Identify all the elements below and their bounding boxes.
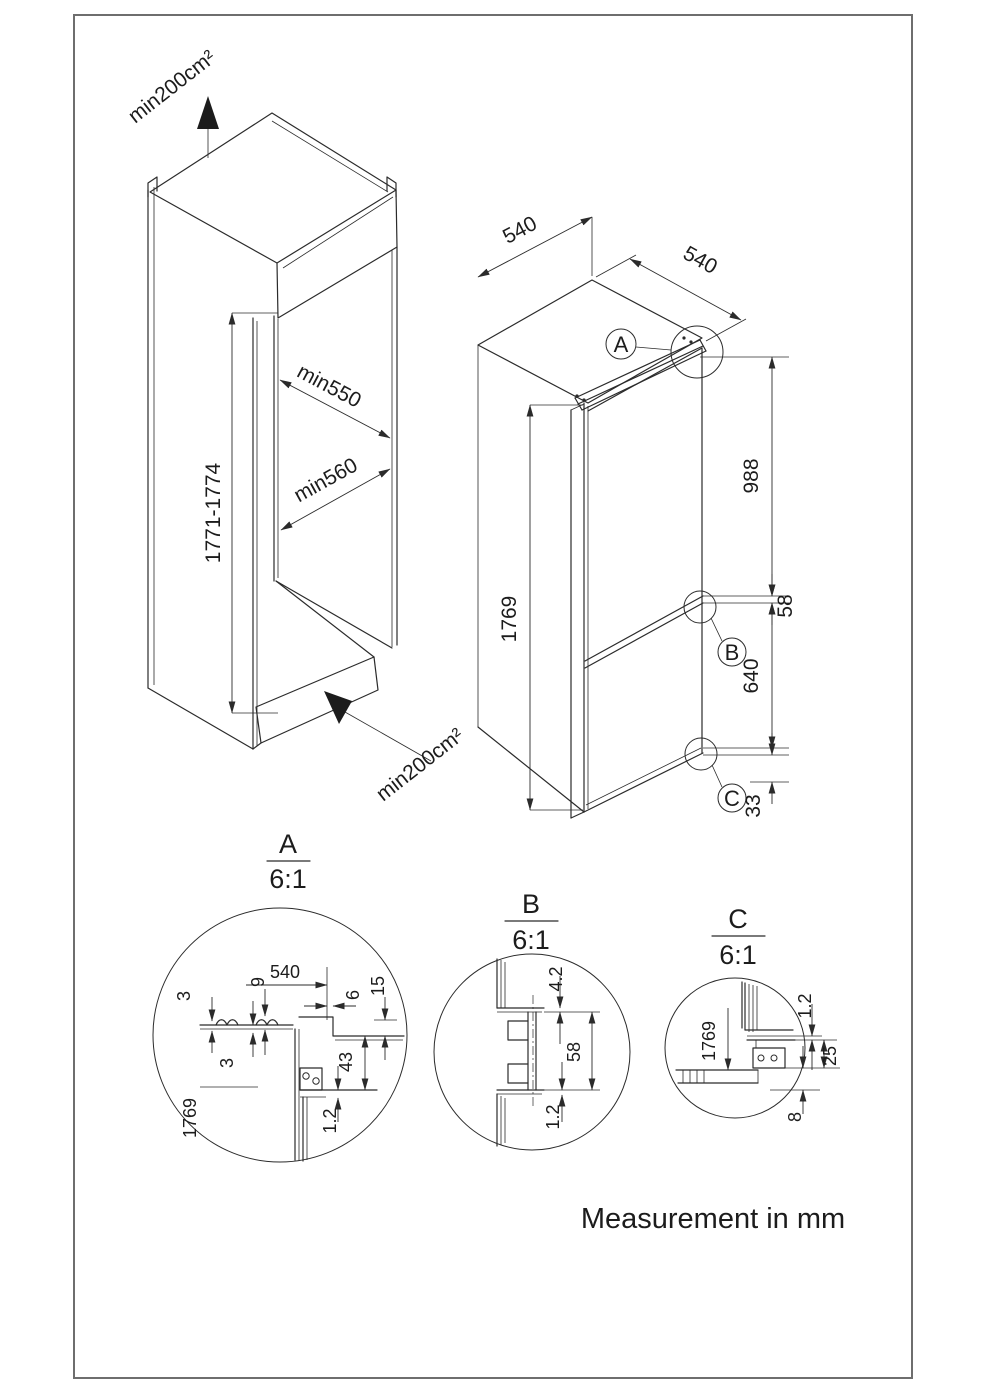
detail-a: A 6:1 540 3 9 [152,829,408,1163]
detail-b-letter: B [522,889,540,919]
niche-height-label: 1771-1774 [202,462,225,563]
detail-a-scale: 6:1 [269,864,307,894]
detail-a-dim-12: 1.2 [320,1108,340,1133]
detail-c-dim-8: 8 [785,1112,805,1122]
dim-640-label: 640 [740,658,763,693]
detail-a-dim-15: 15 [368,976,388,996]
detail-a-letter: A [279,829,297,859]
measurement-note: Measurement in mm [581,1203,845,1235]
vent-bottom-label: min200cm² [372,724,468,806]
detail-c: C 6:1 1769 1.2 [664,904,840,1122]
detail-a-dim-540: 540 [270,962,300,982]
detail-b-scale: 6:1 [512,925,550,955]
callout-letter-circle-b [717,637,747,667]
detail-a-dim-3b: 3 [217,1058,237,1068]
detail-c-letter: C [728,904,748,934]
detail-b-dim-12: 1.2 [543,1104,563,1129]
detail-a-dim-6: 6 [343,990,363,1000]
vent-arrow-bottom [324,691,352,724]
detail-a-dim-9: 9 [248,977,268,987]
callout-letter-circle-a [605,328,637,360]
dim-58-label: 58 [774,594,797,617]
detail-c-dim-1769: 1769 [699,1021,719,1061]
drawing-border [73,14,913,1379]
cabinet-niche-drawing: min200cm² min200cm² 1771-1774 min550 min… [124,46,468,806]
niche-depth-top-label: min550 [293,360,365,413]
callout-ring-a [670,325,724,379]
dim-33-label: 33 [742,794,765,817]
callout-ring-c [684,737,718,771]
detail-a-dim-3: 3 [174,991,194,1001]
dim-988-label: 988 [740,458,763,493]
vent-arrow-up [197,96,219,129]
callout-letter-circle-c [717,783,747,813]
detail-b-dim-58: 58 [564,1042,584,1062]
detail-b: B 6:1 4.2 58 [433,889,631,1151]
callout-letter-c: C [724,786,740,811]
detail-a-dim-1769: 1769 [180,1098,200,1138]
detail-c-dim-25: 25 [820,1046,840,1066]
callout-ring-b [683,590,717,624]
fridge-width-left-label: 540 [499,212,541,249]
fridge-drawing: 540 540 A B C 988 58 640 33 1769 [477,212,797,819]
fridge-width-right-label: 540 [679,242,721,279]
niche-depth-bottom-label: min560 [290,454,361,508]
detail-c-scale: 6:1 [719,940,757,970]
detail-c-dim-12: 1.2 [795,993,815,1018]
fridge-height-label: 1769 [498,596,521,643]
callout-letter-b: B [725,640,740,665]
detail-b-dim-42: 4.2 [546,966,566,991]
callout-letter-a: A [614,332,629,357]
detail-a-dim-43: 43 [336,1052,356,1072]
